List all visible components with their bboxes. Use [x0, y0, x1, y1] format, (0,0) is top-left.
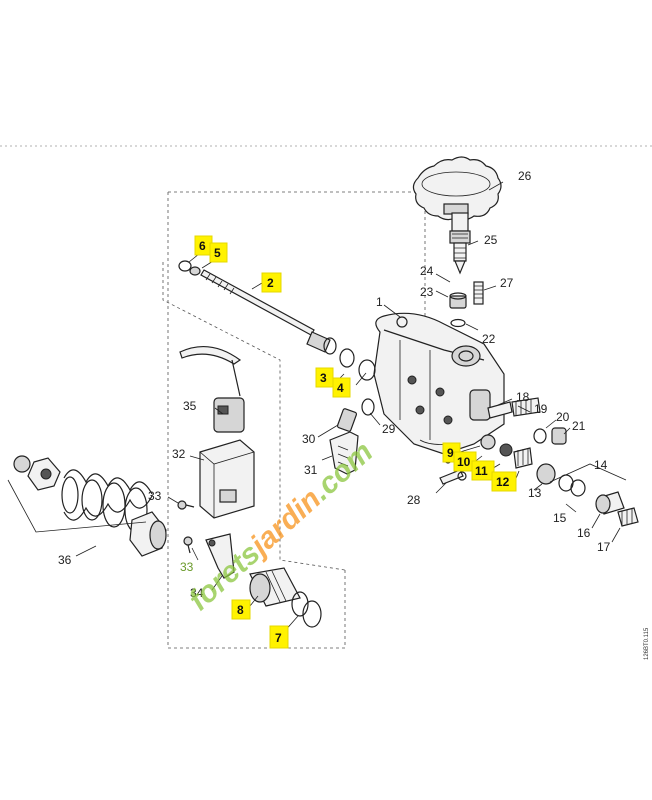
- label-26: 26: [518, 169, 532, 183]
- group-brackets: [7, 463, 627, 533]
- label-2: 2: [267, 276, 274, 290]
- label-17: 17: [597, 540, 611, 554]
- label-11: 11: [475, 464, 488, 478]
- label-32: 32: [172, 447, 186, 461]
- label-20: 20: [556, 410, 570, 424]
- label-21: 21: [572, 419, 586, 433]
- assembly-boundary: [162, 191, 426, 649]
- label-31: 31: [304, 463, 318, 477]
- label-18: 18: [516, 390, 530, 404]
- switch-part: [199, 439, 255, 519]
- label-14: 14: [594, 458, 608, 472]
- knob-part: [412, 156, 502, 221]
- label-29: 29: [382, 422, 396, 436]
- label-35: 35: [183, 399, 197, 413]
- label-15: 15: [553, 511, 567, 525]
- label-25: 25: [484, 233, 498, 247]
- label-10: 10: [457, 455, 471, 469]
- leader-lines: [75, 181, 621, 633]
- label-3: 3: [320, 371, 327, 385]
- label-34: 34: [190, 586, 204, 600]
- label-24: 24: [420, 264, 434, 278]
- coupler-part: [249, 567, 322, 628]
- label-16: 16: [577, 526, 591, 540]
- small-screws: [177, 500, 195, 554]
- label-12: 12: [496, 475, 510, 489]
- label-4: 4: [337, 381, 344, 395]
- valve-stem-part: [449, 212, 471, 275]
- label-5: 5: [214, 246, 221, 260]
- label-33a: 33: [148, 489, 162, 503]
- label-30: 30: [302, 432, 316, 446]
- label-8: 8: [237, 603, 244, 617]
- side-code: 126BT0.115: [644, 627, 650, 660]
- right-valve-parts: [480, 397, 639, 527]
- label-36: 36: [58, 553, 72, 567]
- screw-parts: [329, 398, 375, 475]
- label-22: 22: [482, 332, 496, 346]
- label-9: 9: [447, 446, 454, 460]
- label-1: 1: [376, 295, 383, 309]
- label-23: 23: [420, 285, 434, 299]
- label-19: 19: [534, 402, 548, 416]
- bracket-part: [205, 533, 235, 579]
- label-6: 6: [199, 239, 206, 253]
- label-27: 27: [500, 276, 514, 290]
- label-13: 13: [528, 486, 542, 500]
- part-number-labels: 1 13 14 15 16 17 18 19 20 21 22 23 24 25…: [58, 169, 611, 600]
- pump-housing: [373, 312, 505, 455]
- spring-assembly: [13, 455, 167, 557]
- label-7: 7: [275, 631, 282, 645]
- piston-rod-part: [178, 260, 376, 381]
- lever-part: [179, 346, 245, 433]
- label-28: 28: [407, 493, 421, 507]
- label-33b: 33: [180, 560, 194, 574]
- seat-and-spring-parts: [449, 281, 484, 328]
- highlighted-labels: 6 5 2 3 4 9 10 11 12 8 7: [194, 235, 517, 649]
